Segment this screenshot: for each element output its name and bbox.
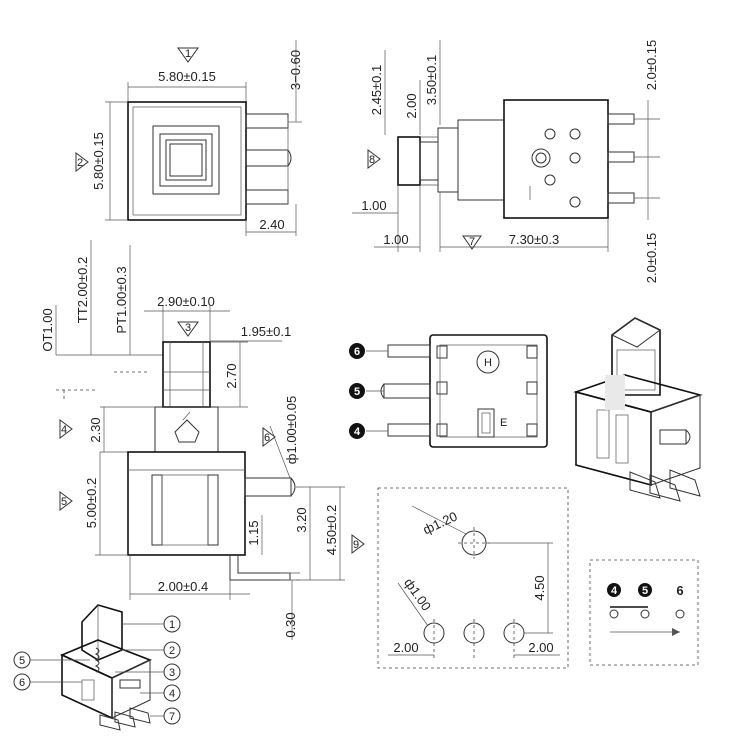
marker-label: 9: [353, 539, 359, 551]
dim-foot: 2.00±0.4: [158, 579, 209, 594]
dim-width: 5.80±0.15: [158, 69, 216, 84]
schematic-label: 5: [642, 585, 648, 597]
dim-d4: 2.0±0.15: [644, 40, 659, 91]
terminal-badge: [349, 343, 365, 359]
switch-body: [503, 99, 609, 219]
marker-triangle-icon: [177, 47, 199, 63]
dim-pitch-2: 2.00: [528, 640, 553, 655]
schematic-frame: [589, 559, 699, 666]
schematic: 4 5 6: [589, 559, 699, 666]
marker-label: 4: [61, 424, 67, 436]
schematic-label: 6: [676, 583, 683, 598]
marker-triangle-icon: [59, 419, 73, 439]
marker-label: 2: [77, 157, 83, 169]
marker-triangle-icon: [262, 427, 276, 447]
part-label: 7: [169, 711, 175, 723]
marker-triangle-icon: [351, 534, 365, 554]
dim-ot: OT1.00: [40, 308, 55, 351]
switch-body: [127, 101, 247, 221]
dim-tt: TT2.00±0.2: [75, 257, 90, 323]
terminal-view: H E 6 5 4: [349, 334, 548, 448]
marker-triangle-icon: [462, 235, 482, 250]
exploded-view: 1 2 3 4 7 5 6: [13, 604, 181, 731]
dim-h1: 2.30: [88, 417, 103, 442]
dim-w2: 1.95±0.1: [241, 324, 292, 339]
marker-label: 1: [185, 48, 191, 60]
marker-label: 8: [369, 154, 375, 166]
dim-foot-h: 0.30: [283, 612, 298, 637]
switch-body: [127, 451, 246, 556]
part-label: 5: [19, 655, 25, 667]
dim-h2: 5.00±0.2: [84, 478, 99, 529]
dim-pin-length: 3−0.60: [288, 50, 303, 90]
marker-triangle-icon: [367, 149, 381, 169]
dim-d2: 2.00: [404, 93, 419, 118]
arrow-right-icon: [672, 628, 680, 636]
switch-body: [429, 334, 548, 448]
side-view: 2.45±0.1 2.00 3.50±0.1 8 2.0±0.15: [352, 40, 660, 284]
elevation-view: OT1.00 TT2.00±0.2 PT1.00±0.3 2.90±0.10 3…: [40, 240, 365, 640]
dim-d8: 7.30±0.3: [509, 232, 560, 247]
marker-label: 5: [61, 496, 67, 508]
dim-h5: 1.15: [246, 520, 261, 545]
dim-d5: 2.0±0.15: [644, 233, 659, 284]
dim-d7: 1.00: [383, 232, 408, 247]
part-label: 6: [19, 677, 25, 689]
terminal-label: 6: [354, 346, 360, 358]
front-view: 1 5.80±0.15 2 5.80±0.15 3−0.60: [75, 40, 303, 236]
marker-label: 3: [185, 322, 191, 334]
marker-triangle-icon: [177, 321, 199, 337]
dim-pitch-h: 4.50: [532, 575, 547, 600]
dim-d3: 3.50±0.1: [424, 55, 439, 106]
dim-pin-offset: 2.40: [259, 217, 284, 232]
marker-label: 7: [469, 236, 475, 248]
logo-icon: [476, 350, 500, 374]
terminal-label: 5: [354, 386, 360, 398]
dim-d1: 2.45±0.1: [369, 65, 384, 116]
dim-pt: PT1.00±0.3: [114, 266, 129, 333]
marker-label: 6: [264, 432, 270, 444]
marker-triangle-icon: [59, 491, 73, 511]
part-label: 2: [169, 645, 175, 657]
part-label: 1: [169, 619, 175, 631]
pcb-outline: [377, 487, 569, 669]
spring: [94, 647, 100, 673]
svg-text:H: H: [484, 357, 492, 369]
dim-d6: 1.00: [361, 198, 386, 213]
marker-triangle-icon: [75, 152, 89, 172]
dim-h3: 3.20: [294, 507, 309, 532]
dim-height: 5.80±0.15: [91, 132, 106, 190]
dim-width: 2.90±0.10: [157, 294, 215, 309]
part-label: 4: [169, 688, 175, 700]
schematic-label: 4: [611, 585, 618, 597]
dim-hole-large: ф1.20: [421, 509, 460, 538]
part-label: 3: [169, 667, 175, 679]
terminal-label: 4: [354, 426, 361, 438]
dim-stem: 2.70: [224, 363, 239, 388]
isometric-view: [573, 317, 703, 502]
dim-pin-dia: ф1.00±0.05: [284, 396, 299, 464]
pcb-layout: ф1.20 ф1.00 4.50 2.00 2.00: [377, 487, 569, 669]
polarity-mark: E: [500, 417, 507, 429]
dim-h4: 4.50±0.2: [324, 505, 339, 556]
dim-pitch-1: 2.00: [393, 640, 418, 655]
